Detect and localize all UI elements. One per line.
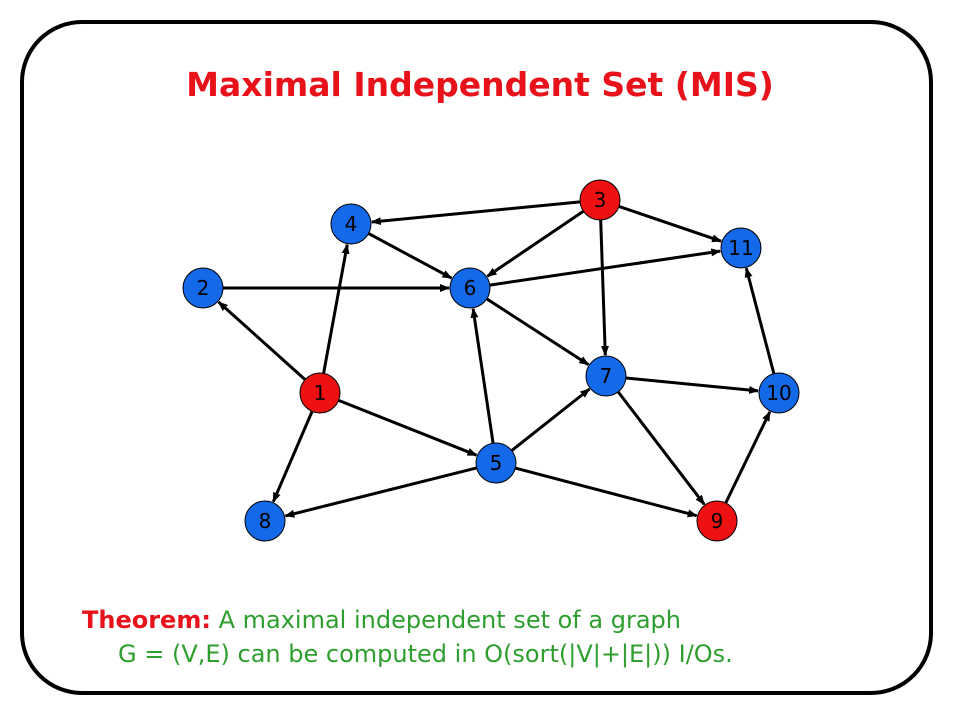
node-label-5: 5	[490, 451, 503, 475]
edge-1-to-5	[338, 399, 478, 457]
theorem-line-1: Theorem: A maximal independent set of a …	[82, 603, 733, 637]
edges-layer	[217, 200, 776, 518]
node-9: 9	[696, 500, 738, 542]
node-circle-3	[579, 179, 621, 221]
node-label-9: 9	[711, 509, 724, 533]
edge-4-to-6	[367, 232, 453, 280]
theorem-line-2: G = (V,E) can be computed in O(sort(|V|+…	[118, 640, 733, 668]
node-circle-2	[182, 267, 224, 309]
edge-3-to-6	[486, 209, 585, 278]
node-11: 11	[720, 227, 762, 269]
node-circle-1	[299, 372, 341, 414]
node-label-10: 10	[766, 381, 791, 405]
slide-frame	[20, 20, 933, 695]
node-label-4: 4	[345, 212, 358, 236]
node-circle-4	[330, 203, 372, 245]
edge-1-to-4	[322, 243, 350, 374]
node-8: 8	[244, 500, 286, 542]
edge-6-to-11	[489, 248, 722, 287]
node-10: 10	[758, 372, 800, 414]
node-4: 4	[330, 203, 372, 245]
node-label-7: 7	[600, 364, 613, 388]
edge-1-to-2	[217, 300, 307, 381]
node-5: 5	[475, 442, 517, 484]
node-2: 2	[182, 267, 224, 309]
theorem-text-1: A maximal independent set of a graph	[210, 606, 681, 634]
node-label-6: 6	[464, 276, 477, 300]
edge-10-to-11	[744, 267, 776, 375]
node-3: 3	[579, 179, 621, 221]
node-circle-5	[475, 442, 517, 484]
node-label-1: 1	[314, 381, 327, 405]
nodes-layer: 1 2 3 4 5 6 7 8 9 10 11	[182, 179, 800, 542]
edge-7-to-10	[625, 376, 760, 395]
edge-7-to-9	[617, 390, 706, 506]
slide-title: Maximal Independent Set (MIS)	[186, 65, 774, 104]
node-circle-9	[696, 500, 738, 542]
theorem-label: Theorem:	[82, 606, 211, 634]
node-label-3: 3	[594, 188, 607, 212]
edge-5-to-9	[514, 466, 698, 518]
edge-1-to-8	[271, 410, 314, 503]
edge-3-to-4	[370, 200, 581, 226]
node-circle-11	[720, 227, 762, 269]
node-circle-6	[449, 267, 491, 309]
node-circle-7	[585, 355, 627, 397]
node-6: 6	[449, 267, 491, 309]
node-7: 7	[585, 355, 627, 397]
edge-3-to-7	[599, 219, 609, 356]
node-label-2: 2	[197, 276, 210, 300]
node-circle-8	[244, 500, 286, 542]
theorem-block: Theorem: A maximal independent set of a …	[82, 603, 733, 671]
node-1: 1	[299, 372, 341, 414]
node-label-11: 11	[728, 236, 753, 260]
edge-9-to-10	[724, 410, 772, 504]
edge-5-to-6	[470, 307, 495, 444]
edge-6-to-7	[485, 297, 590, 366]
edge-3-to-11	[618, 204, 723, 243]
edge-5-to-7	[510, 387, 591, 452]
node-circle-10	[758, 372, 800, 414]
node-label-8: 8	[259, 509, 272, 533]
edge-5-to-8	[284, 466, 477, 518]
